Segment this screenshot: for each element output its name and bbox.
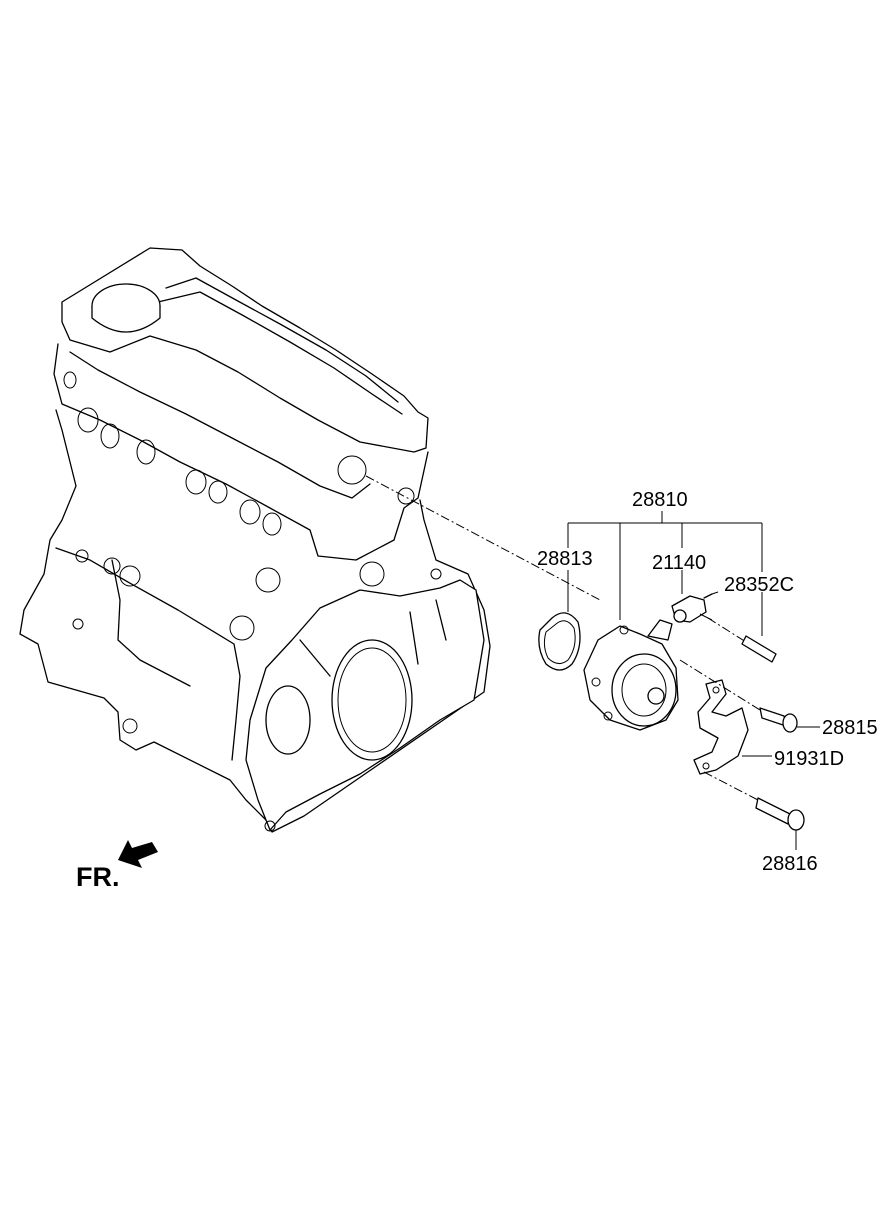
label-28810: 28810 bbox=[632, 489, 688, 511]
label-28352c: 28352C bbox=[724, 574, 795, 596]
label-91931d: 91931D bbox=[774, 748, 845, 770]
bolt-upper bbox=[679, 659, 820, 733]
block-outline bbox=[19, 409, 491, 833]
exhaust-ports bbox=[63, 371, 415, 536]
arrow-down-left-icon bbox=[118, 840, 158, 868]
vacuum-pump bbox=[583, 619, 679, 731]
label-21140: 21140 bbox=[652, 552, 707, 574]
mounting-centerline bbox=[365, 475, 601, 601]
dowel-pin bbox=[707, 617, 777, 663]
assembly-leader bbox=[567, 511, 763, 620]
label-28816: 28816 bbox=[762, 853, 818, 875]
pump-bracket bbox=[693, 679, 772, 775]
pump-gasket bbox=[538, 612, 581, 671]
cylinder-head bbox=[53, 343, 429, 561]
label-28815: 28815 bbox=[822, 717, 878, 739]
front-marker: FR. bbox=[76, 862, 120, 892]
label-28813: 28813 bbox=[537, 548, 593, 570]
flywheel-opening bbox=[331, 639, 413, 761]
engine-block bbox=[19, 247, 491, 833]
valve-cover bbox=[61, 247, 429, 453]
check-valve bbox=[671, 591, 719, 623]
bolt-lower bbox=[703, 771, 805, 850]
